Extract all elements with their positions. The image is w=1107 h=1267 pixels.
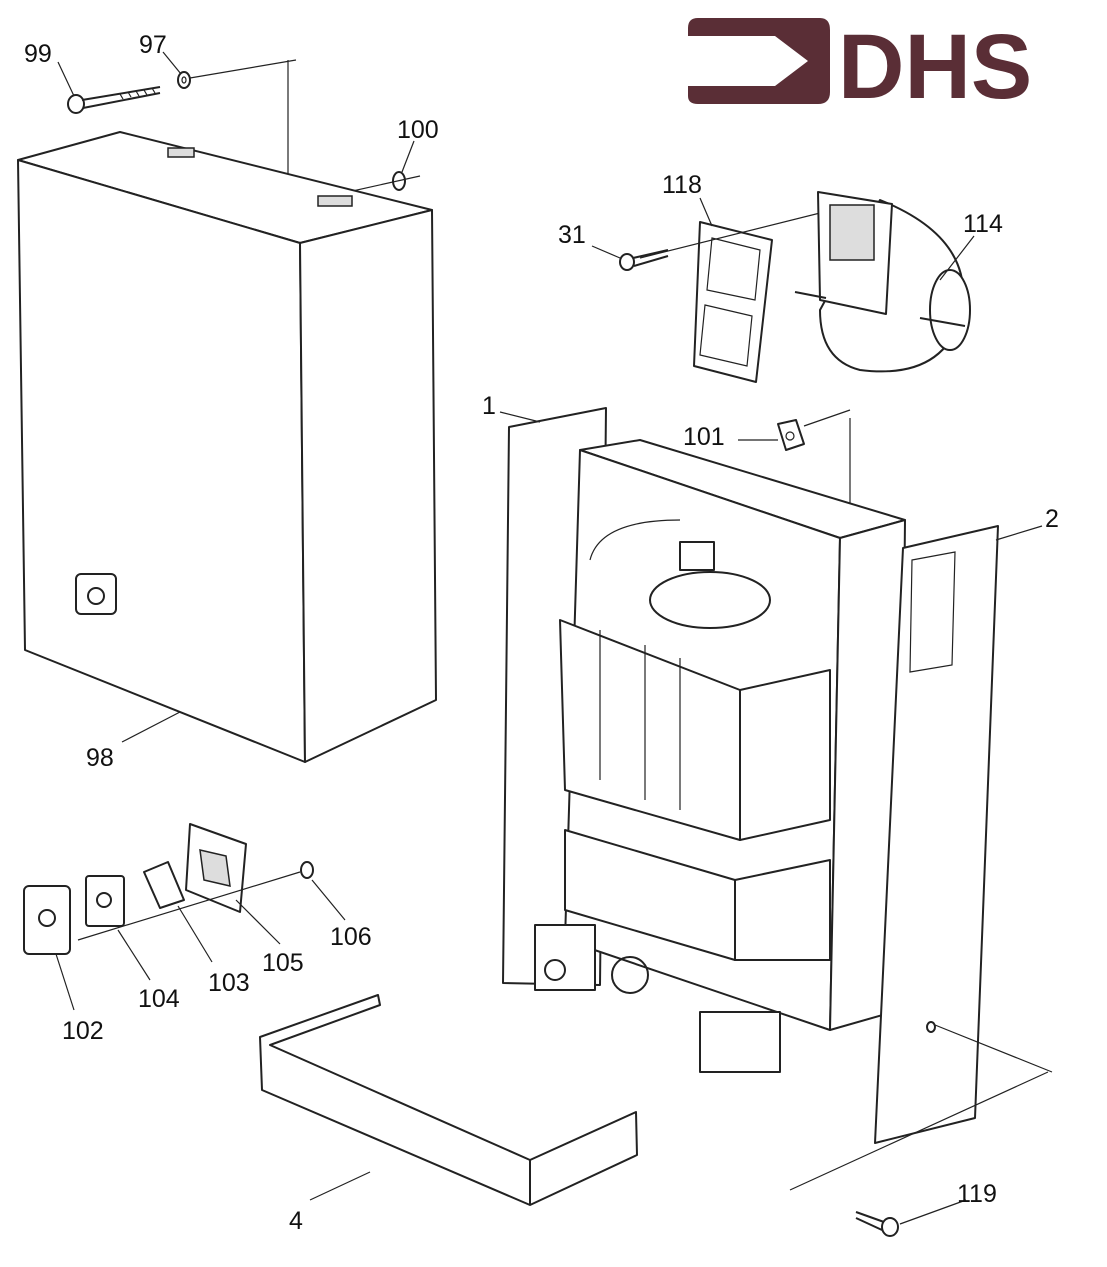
screw-119: [855, 1211, 899, 1237]
washer-97: [177, 71, 191, 89]
part-label-114: 114: [963, 210, 1003, 238]
part-label-1: 1: [482, 392, 496, 420]
part-label-100: 100: [397, 116, 439, 144]
part-label-103: 103: [208, 969, 250, 997]
leader-line: [803, 409, 851, 510]
part-label-106: 106: [330, 923, 372, 951]
part-label-97: 97: [139, 31, 167, 59]
dhs-logo: DHS: [688, 16, 1032, 118]
casing-98: [17, 131, 437, 763]
leader-line: [77, 871, 301, 941]
part-label-99: 99: [24, 40, 52, 68]
part-label-119: 119: [957, 1180, 997, 1208]
bottom-tray-4: [259, 994, 638, 1206]
leader-line: [789, 1024, 1053, 1191]
screw-31: [619, 249, 669, 271]
leader-lines: [55, 51, 1043, 1225]
insert-103: [143, 861, 185, 909]
bracket-105: [185, 823, 247, 913]
gasket-118: [693, 221, 773, 383]
side-panel-2: [874, 525, 999, 1144]
part-label-2: 2: [1045, 505, 1059, 533]
part-label-102: 102: [62, 1017, 104, 1045]
part-label-118: 118: [662, 171, 702, 199]
clip-101: [777, 419, 805, 451]
screw-99: [67, 86, 161, 114]
part-label-4: 4: [289, 1207, 303, 1235]
part-label-98: 98: [86, 744, 114, 772]
bezel-102: [23, 885, 71, 955]
fan-assembly-114: [794, 191, 971, 373]
part-label-101: 101: [683, 423, 725, 451]
logo-text: DHS: [838, 16, 1032, 118]
part-label-105: 105: [262, 949, 304, 977]
leader-line: [639, 207, 841, 259]
plate-104: [85, 875, 125, 927]
part-label-31: 31: [558, 221, 586, 249]
nut-106: [300, 861, 314, 879]
boiler-chassis: [534, 439, 906, 1073]
part-label-104: 104: [138, 985, 180, 1013]
